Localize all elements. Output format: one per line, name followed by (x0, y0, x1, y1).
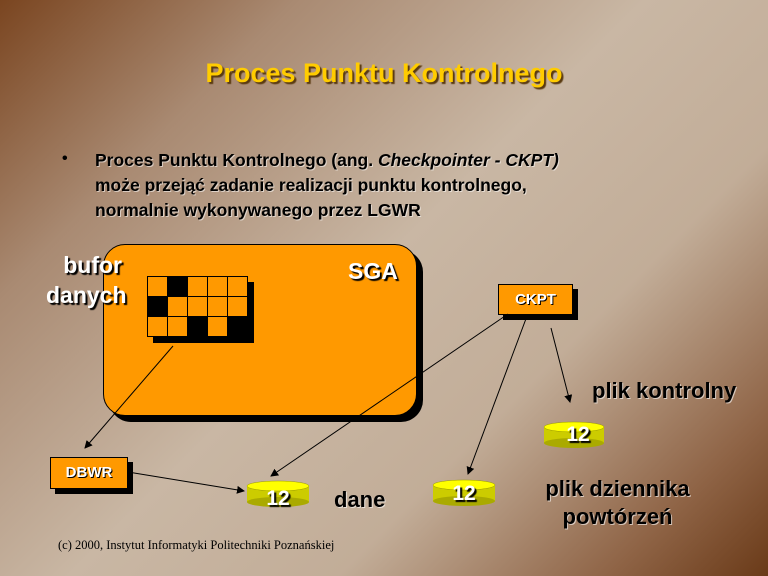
buffer-label-line2: danych (46, 282, 127, 308)
redo-log-label-line1: plik dziennika (545, 476, 690, 501)
sga-label: SGA (348, 258, 398, 284)
arrow-buffer-to-dbwr (84, 345, 174, 449)
bullet-line2: może przejąć zadanie realizacji punktu k… (95, 175, 527, 195)
dbwr-process-box: DBWR (50, 457, 128, 489)
sga-box (103, 244, 417, 416)
control-file-cylinder (543, 421, 605, 448)
buffer-cell (228, 297, 247, 316)
slide-title: Proces Punktu Kontrolnego (205, 58, 563, 88)
arrow-ckpt-to-redo (466, 315, 528, 475)
buffer-cell (168, 297, 187, 316)
copyright-footer: (c) 2000, Instytut Informatyki Politechn… (58, 538, 335, 552)
buffer-cell (188, 297, 207, 316)
buffer-cell (228, 277, 247, 296)
arrow-dbwr-to-data (127, 471, 245, 494)
redo-log-cylinder (432, 479, 496, 506)
bullet-line3: normalnie wykonywanego przez LGWR (95, 200, 421, 220)
arrow-ckpt-to-data (270, 313, 509, 477)
control-file-number: 12 (566, 423, 590, 446)
buffer-cell (168, 317, 187, 336)
buffer-cell (208, 277, 227, 296)
bullet-text: Proces Punktu Kontrolnego (ang. Checkpoi… (95, 148, 715, 223)
buffer-label: bufor danych (46, 250, 127, 310)
bullet-line1-prefix: Proces Punktu Kontrolnego (ang. (95, 150, 378, 170)
redo-log-number: 12 (452, 482, 476, 505)
buffer-cell (148, 317, 167, 336)
buffer-cell-dirty (168, 277, 187, 296)
redo-log-label: plik dziennika powtórzeń (530, 475, 705, 531)
buffer-cell (148, 277, 167, 296)
ckpt-process-box: CKPT (498, 284, 573, 315)
buffer-cell-dirty (188, 317, 207, 336)
buffer-cell (188, 277, 207, 296)
buffer-cache-grid (147, 276, 248, 337)
arrow-ckpt-to-control (550, 327, 573, 403)
control-file-label: plik kontrolny (592, 378, 737, 403)
data-label: dane (334, 487, 386, 512)
bullet-marker: • (62, 150, 68, 167)
data-file-cylinder (246, 480, 310, 507)
redo-log-label-line2: powtórzeń (562, 504, 673, 529)
data-file-number: 12 (266, 487, 290, 510)
buffer-cell-dirty (228, 317, 247, 336)
bullet-line1-italic: Checkpointer - CKPT) (377, 150, 559, 170)
buffer-label-line1: bufor (63, 252, 122, 278)
buffer-cell (208, 317, 227, 336)
buffer-cell (208, 297, 227, 316)
buffer-cell-dirty (148, 297, 167, 316)
